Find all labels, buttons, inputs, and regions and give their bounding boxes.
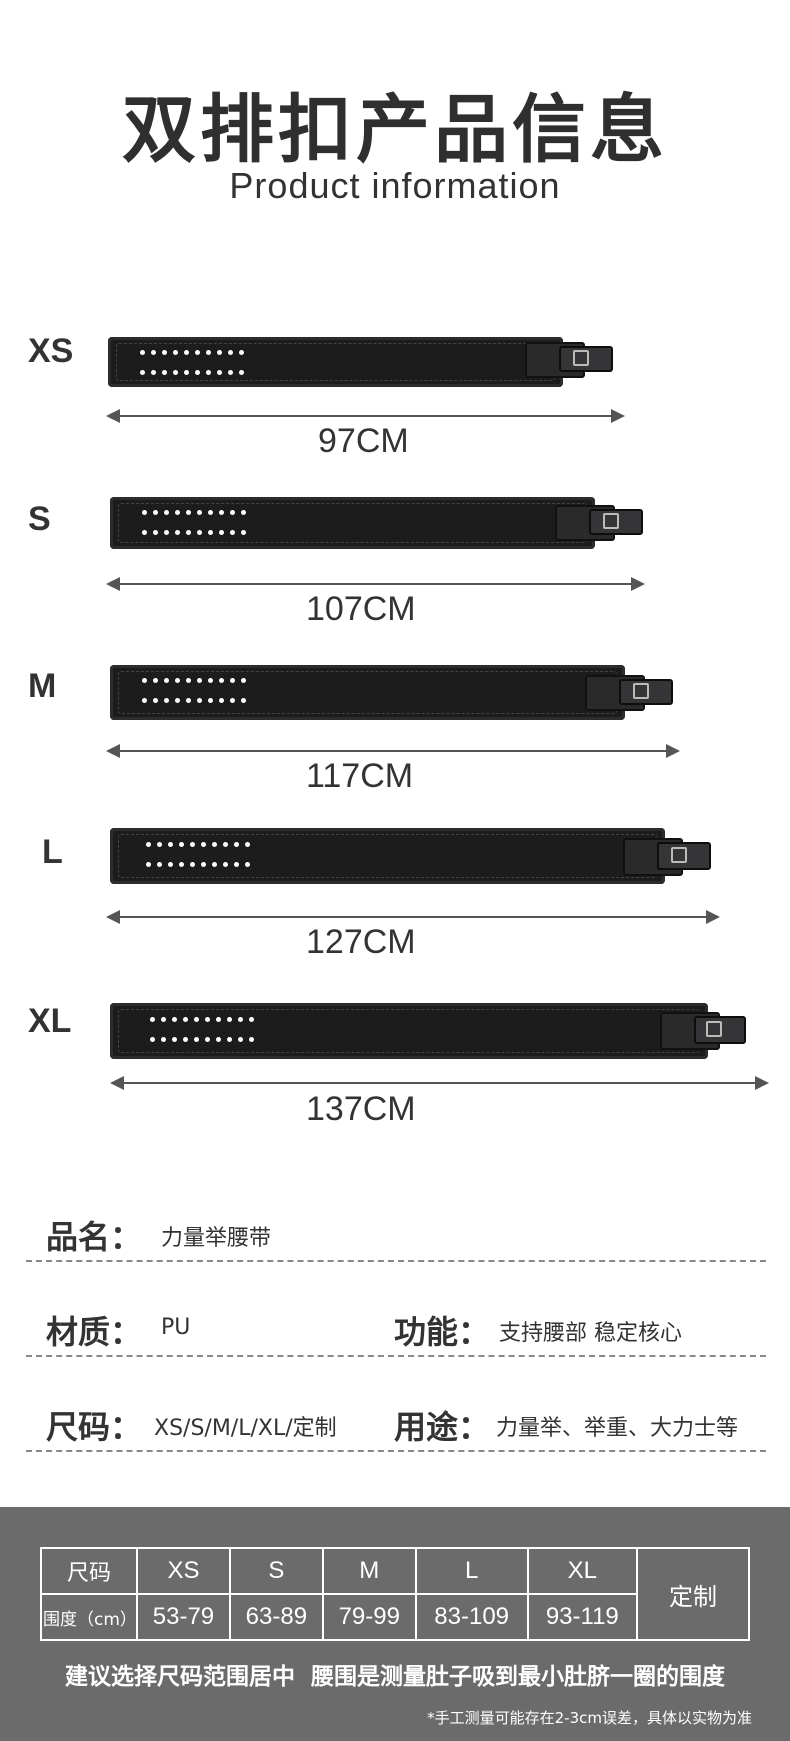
spec-key-function: 功能： <box>394 1313 491 1351</box>
belt-holes <box>140 350 250 375</box>
table-cell: 79-99 <box>321 1593 417 1641</box>
belt-row-xl: XL 137CM <box>0 1000 790 1160</box>
table-cell-custom: 定制 <box>636 1547 750 1641</box>
table-cell: 93-119 <box>526 1593 639 1641</box>
size-table: 尺码 XS S M L XL 定制 围度（cm） 53-79 63-89 79-… <box>40 1547 750 1641</box>
belt-image <box>110 828 665 884</box>
size-label: M <box>28 667 57 705</box>
table-cell: XL <box>526 1547 639 1595</box>
length-arrow <box>110 1076 769 1090</box>
table-row: 围度（cm） 53-79 63-89 79-99 83-109 93-119 <box>40 1593 749 1641</box>
table-cell: 53-79 <box>136 1593 231 1641</box>
table-header-size: 尺码 <box>40 1547 138 1595</box>
page-title: 双排扣产品信息 <box>122 87 668 173</box>
size-label: XS <box>28 332 74 370</box>
size-label: S <box>28 500 51 538</box>
table-cell: 63-89 <box>228 1593 324 1641</box>
size-advice: 建议选择尺码范围居中 腰围是测量肚子吸到最小肚脐一圈的围度 <box>64 1664 725 1690</box>
length-label: 137CM <box>306 1090 416 1128</box>
spec-key-use: 用途： <box>394 1408 491 1446</box>
belt-row-s: S 107CM <box>0 497 790 657</box>
length-label: 97CM <box>318 422 409 460</box>
length-label: 107CM <box>306 590 416 628</box>
size-label: XL <box>28 1002 72 1040</box>
length-arrow <box>106 910 720 924</box>
spec-value-use: 力量举、举重、大力士等 <box>496 1416 739 1441</box>
table-cell: L <box>414 1547 529 1595</box>
belt-holes <box>142 510 252 535</box>
table-cell: XS <box>136 1547 231 1595</box>
table-row: 尺码 XS S M L XL 定制 <box>40 1547 750 1641</box>
spec-value-material: PU <box>161 1315 191 1340</box>
belt-holes <box>146 842 256 867</box>
table-header-girth: 围度（cm） <box>40 1593 138 1641</box>
length-arrow <box>106 744 680 758</box>
belt-image <box>110 665 625 720</box>
belt-row-m: M 117CM <box>0 665 790 825</box>
belt-holes <box>150 1017 260 1042</box>
belt-image <box>110 497 595 549</box>
table-cell: M <box>321 1547 417 1595</box>
spec-value-function: 支持腰部 稳定核心 <box>499 1321 682 1346</box>
spec-row-material-function: 材质： PU 功能： 支持腰部 稳定核心 <box>26 1295 766 1357</box>
spec-row-name: 品名： 力量举腰带 <box>26 1200 766 1262</box>
size-label: L <box>42 833 63 871</box>
belt-image <box>108 337 563 387</box>
belt-image <box>110 1003 708 1059</box>
belt-row-l: L 127CM <box>0 828 790 988</box>
belt-holes <box>142 678 252 703</box>
table-cell: S <box>228 1547 324 1595</box>
belt-row-xs: XS 97CM <box>0 330 790 490</box>
measurement-note: *手工测量可能存在2-3cm误差，具体以实物为准 <box>427 1709 752 1727</box>
length-label: 127CM <box>306 923 416 961</box>
length-arrow <box>106 409 625 423</box>
spec-value-name: 力量举腰带 <box>161 1226 272 1251</box>
spec-row-size-use: 尺码： XS/S/M/L/XL/定制 用途： 力量举、举重、大力士等 <box>26 1390 766 1452</box>
spec-key-size: 尺码： <box>46 1408 143 1446</box>
spec-key-material: 材质： <box>46 1313 143 1351</box>
spec-key-name: 品名： <box>46 1218 143 1256</box>
length-arrow <box>106 577 645 591</box>
size-chart-panel: 尺码 XS S M L XL 定制 围度（cm） 53-79 63-89 79-… <box>0 1507 790 1741</box>
table-cell: 83-109 <box>414 1593 529 1641</box>
spec-value-size: XS/S/M/L/XL/定制 <box>154 1416 337 1441</box>
page-subtitle: Product information <box>229 165 561 206</box>
length-label: 117CM <box>306 757 414 795</box>
